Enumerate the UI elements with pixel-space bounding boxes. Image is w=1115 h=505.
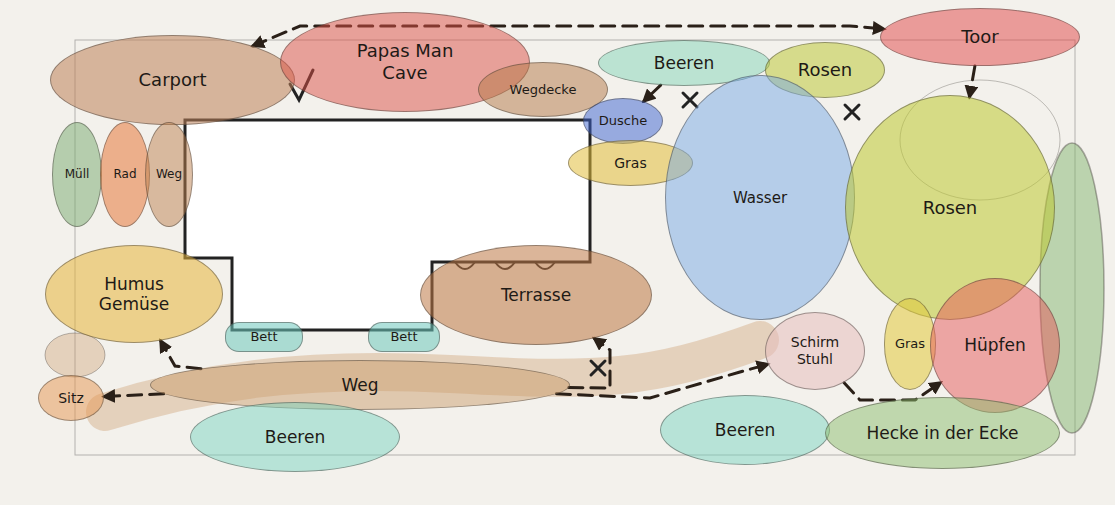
garden-area: Humus Gemüse [45,245,223,343]
garden-area: Dusche [583,98,663,144]
garden-area: Rad [100,122,150,227]
area-label: Müll [65,167,90,181]
area-label: Sitz [58,390,84,407]
cross-mark [845,105,859,119]
garden-area: Weg [145,122,192,227]
garden-area: Beeren [190,402,400,472]
walk-path-arrow [569,338,610,388]
garden-area: Carport [50,35,295,125]
area-label: Terrasse [501,285,571,305]
walk-path-arrow [557,364,768,398]
area-label: Beeren [715,420,775,440]
path-band [105,340,760,412]
area-label: Carport [139,69,207,91]
area-label: Hüpfen [964,335,1026,355]
garden-area: Hüpfen [930,278,1060,413]
area-label: Weg [156,167,182,181]
area-label: Humus Gemüse [89,274,179,315]
garden-area: Bett [368,322,440,352]
garden-area: Weg [150,360,570,410]
garden-area: Beeren [660,395,830,465]
garden-area: Hecke in der Ecke [825,397,1060,469]
house-outline [185,120,590,330]
area-label: Rosen [798,59,853,81]
garden-area: Bett [225,322,303,352]
garden-area: Müll [52,122,102,227]
area-label: Papas Man Cave [350,40,460,83]
area-label: Wegdecke [510,82,577,98]
cross-mark [683,93,697,107]
area-label: Dusche [599,113,647,129]
garden-area: Terrasse [420,245,652,345]
area-label: Bett [390,329,417,345]
area-label: Rad [113,167,136,181]
area-label: Wasser [733,189,787,207]
walk-path-arrow [161,341,201,369]
walk-path-arrow [104,394,164,397]
area-label: Hecke in der Ecke [866,423,1018,443]
walk-path-arrow [644,85,661,101]
area-label: Beeren [654,53,714,73]
empty-area [45,333,105,377]
area-label: Toor [961,26,998,48]
garden-area: Wasser [665,75,855,320]
area-label: Beeren [265,427,325,447]
cross-mark [591,361,605,375]
area-label: Bett [250,329,277,345]
garden-area: Toor [880,8,1080,66]
area-label: Weg [341,375,378,395]
area-label: Gras [614,155,646,172]
area-label: Gras [895,336,925,352]
area-label: Rosen [923,197,978,219]
area-label: Schirm Stuhl [784,334,846,368]
walk-path-arrow [970,66,975,97]
garden-area: Schirm Stuhl [765,312,865,390]
garden-area: Sitz [38,375,104,421]
garden-area: Gras [884,298,937,390]
